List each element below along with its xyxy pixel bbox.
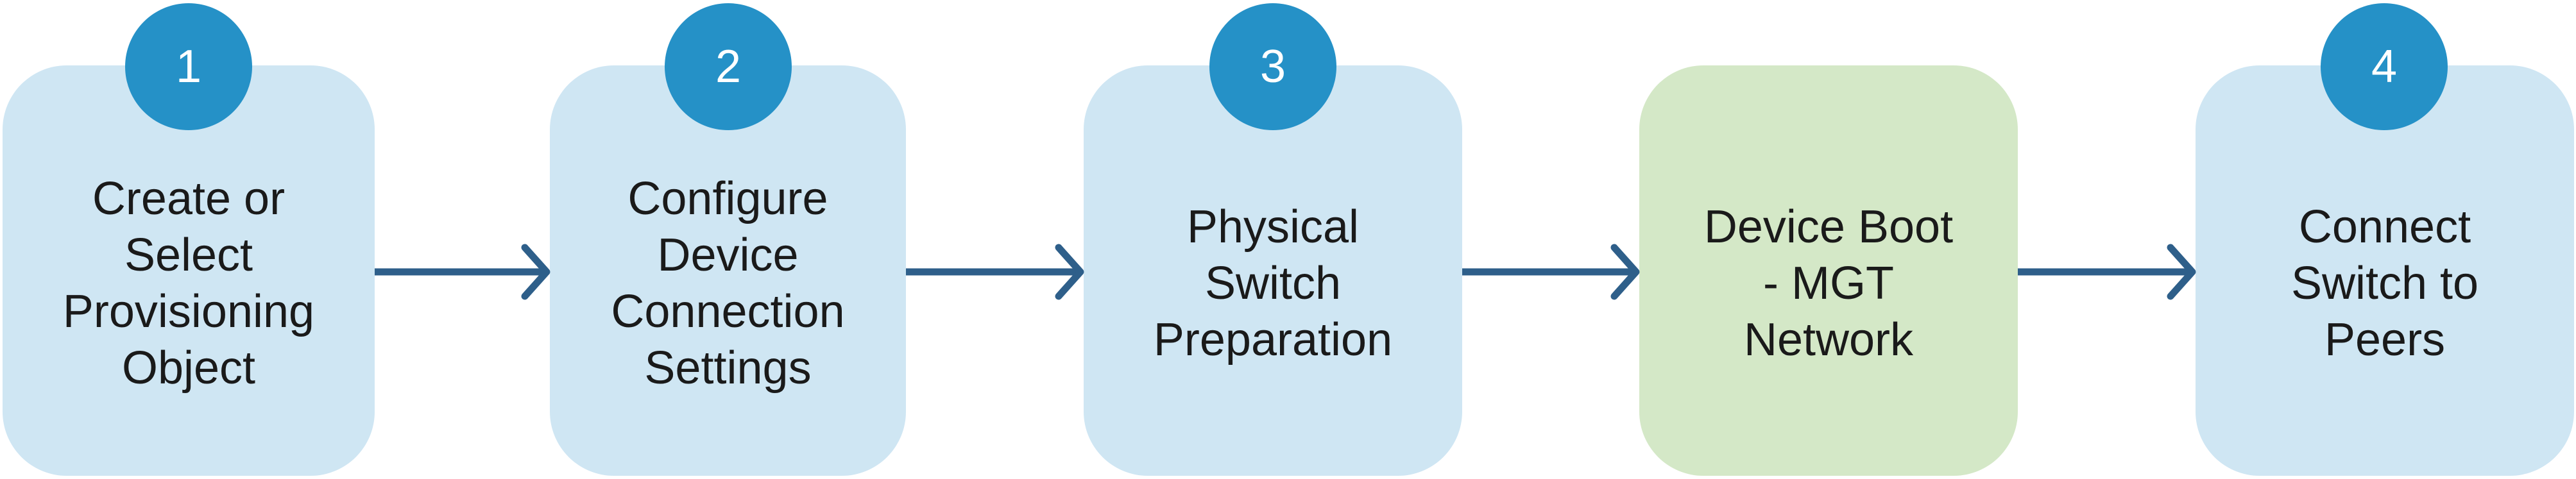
step-4-box: Connect Switch to Peers (2196, 65, 2574, 476)
step-1-label: Create or Select Provisioning Object (62, 173, 315, 394)
arrow-boot-to-4 (2018, 244, 2196, 300)
arrow-1-to-2 (375, 244, 550, 300)
step-1-box: Create or Select Provisioning Object (3, 65, 375, 476)
step-3-label: Physical Switch Preparation (1153, 201, 1393, 366)
device-boot-label: Device Boot - MGT Network (1703, 201, 1954, 366)
step-4-label: Connect Switch to Peers (2290, 201, 2479, 366)
step-2-box: Configure Device Connection Settings (550, 65, 906, 476)
device-boot-box: Device Boot - MGT Network (1639, 65, 2018, 476)
step-4-number-badge: 4 (2321, 3, 2448, 130)
step-2-number-badge: 2 (665, 3, 792, 130)
arrow-3-to-boot (1462, 244, 1640, 300)
step-1-number-badge: 1 (125, 3, 252, 130)
step-3-box: Physical Switch Preparation (1084, 65, 1462, 476)
arrow-2-to-3 (906, 244, 1084, 300)
step-3-number-badge: 3 (1209, 3, 1336, 130)
step-2-label: Configure Device Connection Settings (611, 173, 845, 394)
